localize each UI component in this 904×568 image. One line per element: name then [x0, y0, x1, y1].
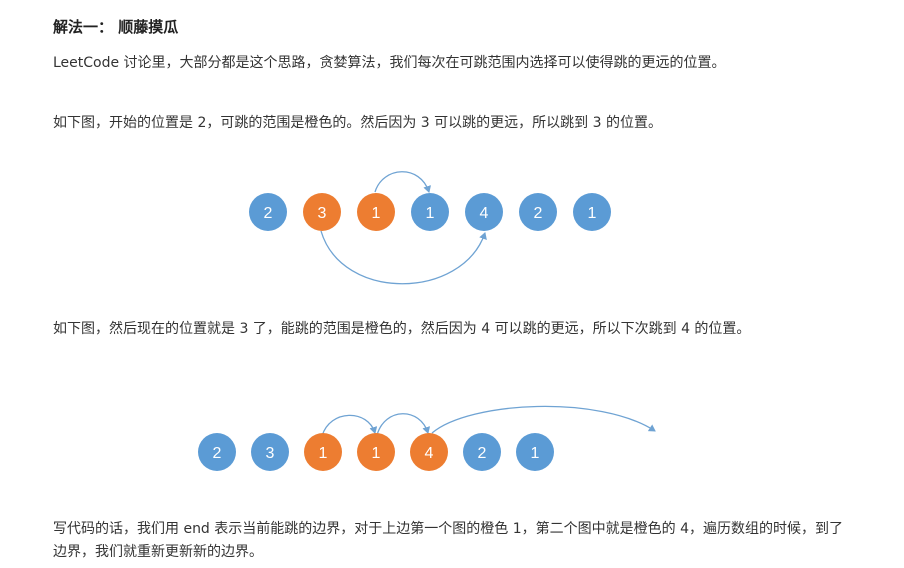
- diagram1-node-label-2: 1: [372, 205, 381, 222]
- diagram1-node-4: [465, 193, 503, 231]
- intro-paragraph: LeetCode 讨论里，大部分都是这个思路，贪婪算法，我们每次在可跳范围内选择…: [53, 55, 726, 71]
- diagram1-node-label-5: 2: [534, 205, 543, 222]
- diagram2-node-3: [357, 433, 395, 471]
- diagram2-node-1: [251, 433, 289, 471]
- diagram2-node-2: [304, 433, 342, 471]
- jump-arrow-short: [374, 171, 431, 193]
- diagram1-node-label-3: 1: [426, 205, 435, 222]
- diagram2-node-5: [463, 433, 501, 471]
- figure2-caption: 如下图，然后现在的位置就是 3 了，能跳的范围是橙色的，然后因为 4 可以跳的更…: [53, 321, 751, 337]
- diagram2-node-label-2: 1: [319, 445, 328, 462]
- diagram1-node-1: [303, 193, 341, 231]
- diagram2-node-4: [410, 433, 448, 471]
- diagram2-node-label-0: 2: [213, 445, 222, 462]
- diagram1-node-3: [411, 193, 449, 231]
- jump-diagram-1: 2 3 1 1 4 2 1: [249, 171, 611, 285]
- jump-arrow-long: [320, 230, 487, 285]
- jump-arrow-a: [321, 414, 378, 437]
- diagram2-node-label-6: 1: [531, 445, 540, 462]
- diagram1-node-6: [573, 193, 611, 231]
- diagram2-node-label-3: 1: [372, 445, 381, 462]
- diagram2-node-label-5: 2: [478, 445, 487, 462]
- diagram1-node-label-4: 4: [480, 205, 489, 222]
- diagram2-node-label-4: 4: [425, 445, 434, 462]
- code-explanation-paragraph: 写代码的话，我们用 end 表示当前能跳的边界，对于上边第一个图的橙色 1，第二…: [53, 521, 843, 560]
- figure1-caption: 如下图，开始的位置是 2，可跳的范围是橙色的。然后因为 3 可以跳的更远，所以跳…: [53, 115, 662, 131]
- diagram1-node-label-0: 2: [264, 205, 273, 222]
- jump-arrow-b: [376, 413, 431, 436]
- diagram1-node-2: [357, 193, 395, 231]
- diagram2-node-6: [516, 433, 554, 471]
- diagram1-node-label-1: 3: [318, 205, 327, 222]
- diagram2-node-0: [198, 433, 236, 471]
- section-heading: 解法一： 顺藤摸瓜: [53, 18, 179, 36]
- jump-arrow-c: [431, 405, 656, 434]
- diagram2-node-label-1: 3: [266, 445, 275, 462]
- diagram1-node-label-6: 1: [588, 205, 597, 222]
- diagram1-node-0: [249, 193, 287, 231]
- diagram1-node-5: [519, 193, 557, 231]
- jump-diagram-2: 2 3 1 1 4 2 1: [198, 405, 656, 471]
